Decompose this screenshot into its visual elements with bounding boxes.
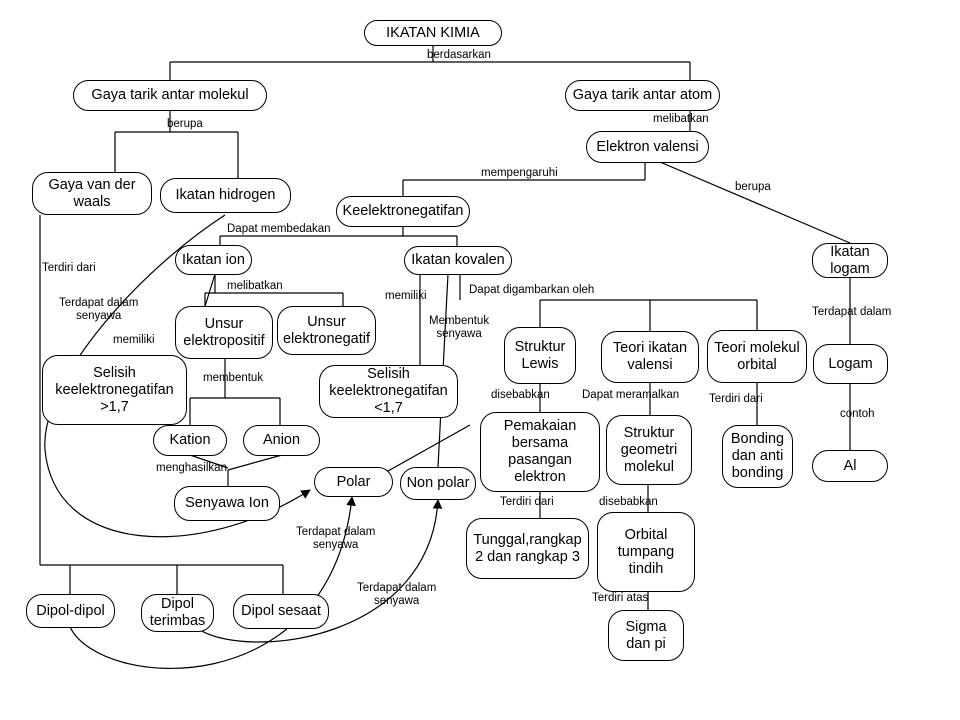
line-elektron-logam bbox=[659, 161, 851, 244]
node-ikatan-kimia: IKATAN KIMIA bbox=[364, 20, 502, 46]
node-polar: Polar bbox=[314, 467, 393, 497]
node-teori-ikatan-valensi: Teori ikatan valensi bbox=[601, 331, 699, 383]
line-keelektro-split bbox=[219, 226, 458, 246]
line-ion-unsur bbox=[204, 274, 344, 306]
label-berupa-2: berupa bbox=[735, 181, 771, 193]
node-ikatan-kovalen: Ikatan kovalen bbox=[404, 246, 512, 275]
label-terdiri-dari-1: Terdiri dari bbox=[42, 262, 96, 274]
node-gaya-antar-molekul: Gaya tarik antar molekul bbox=[73, 80, 267, 111]
node-teori-molekul-orbital: Teori molekul orbital bbox=[707, 330, 807, 383]
node-sigma-pi: Sigma dan pi bbox=[608, 610, 684, 661]
node-anion: Anion bbox=[243, 425, 320, 456]
curve-dipol-polar bbox=[69, 496, 356, 670]
label-memiliki-1: memiliki bbox=[113, 334, 155, 346]
node-al: Al bbox=[812, 450, 888, 482]
node-dipol-sesaat: Dipol sesaat bbox=[233, 594, 329, 629]
node-bonding: Bonding dan anti bonding bbox=[722, 425, 793, 488]
node-tunggal-rangkap: Tunggal,rangkap 2 dan rangkap 3 bbox=[466, 518, 589, 579]
label-berupa-1: berupa bbox=[167, 118, 203, 130]
label-melibatkan-2: melibatkan bbox=[227, 280, 283, 292]
label-melibatkan-1: melibatkan bbox=[653, 113, 709, 125]
line-vdw-dipol bbox=[39, 215, 284, 594]
node-dipol-dipol: Dipol-dipol bbox=[26, 594, 115, 628]
label-terdapat-dalam-2: Terdapat dalam senyawa bbox=[296, 526, 376, 551]
label-terdiri-dari-2: Terdiri dari bbox=[709, 393, 763, 405]
node-unsur-elektronegatif: Unsur elektronegatif bbox=[277, 306, 376, 355]
node-struktur-lewis: Struktur Lewis bbox=[504, 327, 576, 384]
node-ikatan-hidrogen: Ikatan hidrogen bbox=[160, 178, 291, 213]
node-unsur-elektropositif: Unsur elektropositif bbox=[175, 306, 273, 359]
node-struktur-geometri: Struktur geometri molekul bbox=[606, 415, 692, 485]
node-non-polar: Non polar bbox=[400, 467, 476, 500]
node-orbital-tumpang-tindih: Orbital tumpang tindih bbox=[597, 512, 695, 592]
node-gaya-antar-atom: Gaya tarik antar atom bbox=[565, 80, 720, 111]
node-dipol-terimbas: Dipol terimbas bbox=[141, 594, 214, 632]
label-mempengaruhi: mempengaruhi bbox=[481, 167, 558, 179]
label-terdapat-dalam-1: Terdapat dalam senyawa bbox=[59, 297, 139, 322]
node-pemakaian-bersama: Pemakaian bersama pasangan elektron bbox=[480, 412, 600, 492]
line-elektron-keelektro bbox=[402, 162, 646, 196]
node-elektron-valensi: Elektron valensi bbox=[586, 131, 709, 163]
curve-dipol-nonpolar bbox=[199, 499, 443, 643]
label-terdiri-dari-3: Terdiri dari bbox=[500, 496, 554, 508]
node-selisih-kovalen: Selisih keelektronegatifan <1,7 bbox=[319, 365, 458, 418]
label-dapat-meramalkan: Dapat meramalkan bbox=[582, 389, 680, 401]
line-kation-senyawa bbox=[189, 454, 283, 486]
line-kovalen-split bbox=[459, 274, 758, 331]
label-menghasilkan: menghasilkan bbox=[156, 462, 227, 474]
node-senyawa-ion: Senyawa Ion bbox=[174, 486, 280, 521]
label-terdiri-atas: Terdiri atas bbox=[592, 592, 649, 604]
line-root-split bbox=[169, 45, 691, 80]
label-disebabkan-2: disebabkan bbox=[599, 496, 658, 508]
label-membentuk: membentuk bbox=[203, 372, 264, 384]
label-contoh: contoh bbox=[840, 408, 875, 420]
label-dapat-membedakan: Dapat membedakan bbox=[227, 223, 331, 235]
node-logam: Logam bbox=[813, 344, 888, 384]
node-ikatan-logam: Ikatan logam bbox=[812, 243, 888, 278]
node-van-der-waals: Gaya van der waals bbox=[32, 172, 152, 215]
label-disebabkan-1: disebabkan bbox=[491, 389, 550, 401]
label-terdapat-dalam-3: Terdapat dalam senyawa bbox=[357, 582, 437, 607]
label-memiliki-2: memiliki bbox=[385, 290, 427, 302]
line-unsur-kation bbox=[189, 358, 281, 425]
node-kation: Kation bbox=[153, 425, 227, 456]
label-dapat-digambarkan: Dapat digambarkan oleh bbox=[469, 284, 595, 296]
node-ikatan-ion: Ikatan ion bbox=[175, 245, 252, 275]
node-selisih-ion: Selisih keelektronegatifan >1,7 bbox=[42, 355, 187, 425]
label-terdapat-dalam-logam: Terdapat dalam bbox=[812, 306, 892, 318]
line-molekul-split bbox=[114, 110, 239, 178]
node-keelektronegatifan: Keelektronegatifan bbox=[336, 196, 470, 227]
curve-hidrogen-polar bbox=[44, 214, 311, 538]
label-membentuk-senyawa: Membentuk senyawa bbox=[429, 315, 490, 340]
label-berdasarkan: berdasarkan bbox=[427, 49, 491, 61]
